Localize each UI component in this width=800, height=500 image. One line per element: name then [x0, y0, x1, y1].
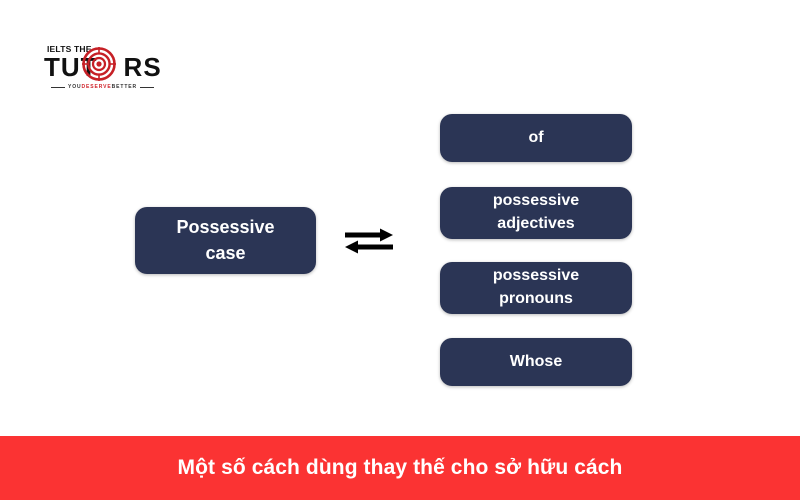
- tagline-rule-right: [140, 86, 155, 88]
- bottom-banner: Một số cách dùng thay thế cho sở hữu các…: [0, 436, 800, 500]
- node-label: of: [528, 128, 544, 146]
- node-label: possessive adjectives: [492, 192, 580, 232]
- tagline-word-deserve: DESERVE: [81, 84, 112, 90]
- tagline-word-better: BETTER: [111, 84, 138, 90]
- logo-wordmark-right: RS: [123, 52, 162, 82]
- bidirectional-arrow-icon: [344, 227, 394, 255]
- tagline-text: YOUDESERVEBETTER: [68, 84, 137, 90]
- node-label: Whose: [509, 352, 563, 370]
- bullseye-target-icon: [82, 47, 116, 81]
- logo-tagline-top: IELTS THE: [47, 44, 92, 54]
- tagline-word-you: YOU: [68, 84, 82, 90]
- diagram-node-of[interactable]: of: [440, 114, 632, 162]
- diagram-node-possessive-case[interactable]: Possessive case: [135, 207, 316, 274]
- node-label: possessive pronouns: [492, 267, 580, 307]
- logo-tagline-bottom: YOUDESERVEBETTER: [51, 82, 155, 92]
- diagram-node-possessive-adjectives[interactable]: possessive adjectives: [440, 187, 632, 239]
- banner-title: Một số cách dùng thay thế cho sở hữu các…: [177, 456, 623, 479]
- diagram-node-whose[interactable]: Whose: [440, 338, 632, 386]
- node-label: Possessive case: [176, 216, 275, 263]
- diagram-node-possessive-pronouns[interactable]: possessive pronouns: [440, 262, 632, 314]
- tagline-rule-left: [51, 86, 65, 88]
